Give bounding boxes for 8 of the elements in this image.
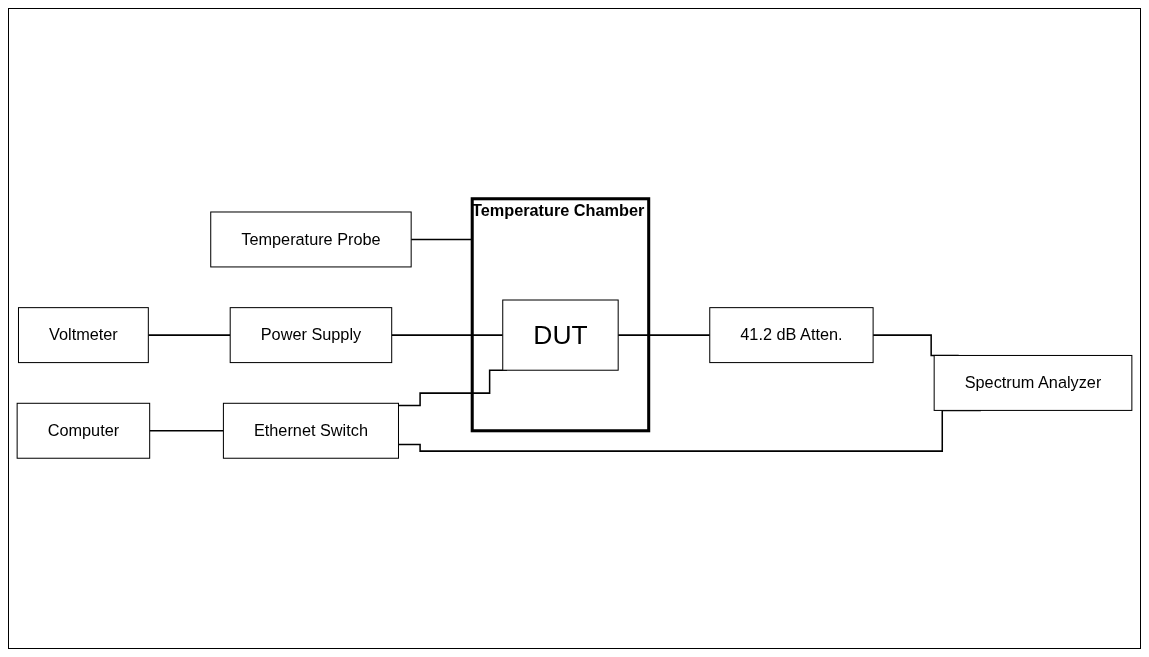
node-box: 41.2 dB Atten.	[709, 307, 874, 364]
node-box: Spectrum Analyzer	[933, 354, 1133, 411]
node-box: DUT	[502, 299, 619, 371]
node-box: Voltmeter	[17, 307, 149, 364]
node-box: Ethernet Switch	[222, 402, 399, 459]
node-box: Temperature Probe	[210, 211, 412, 268]
node-box: Computer	[16, 402, 151, 459]
node-box: Power Supply	[229, 307, 393, 364]
